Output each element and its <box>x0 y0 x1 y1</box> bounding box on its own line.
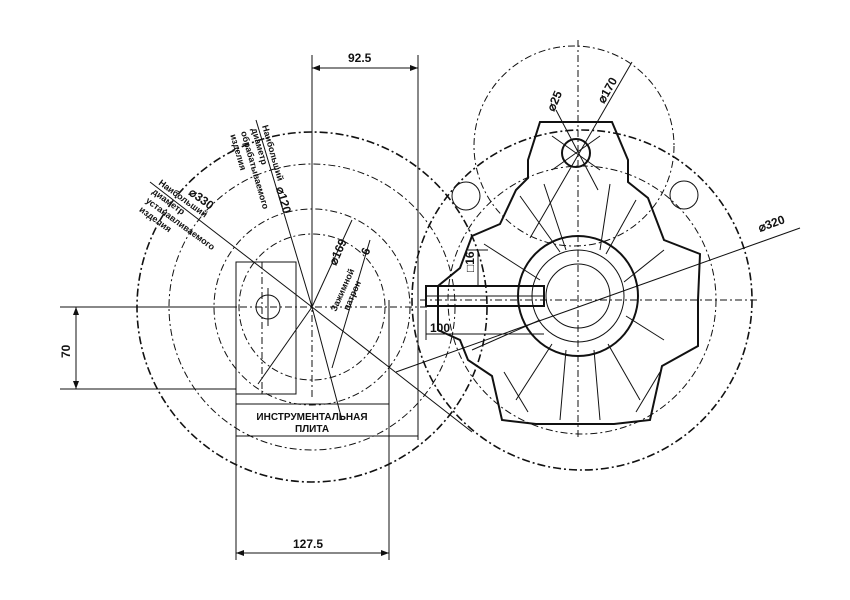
turret-slots <box>471 183 665 421</box>
turret-body <box>437 121 702 425</box>
note-max-mounted: Наибольший диаметр устанавливаемого изде… <box>137 178 217 253</box>
tool-plate-label: ИНСТРУМЕНТАЛЬНАЯ ПЛИТА <box>256 412 367 435</box>
right-turret-assembly <box>395 40 801 471</box>
tool-circle-25 <box>561 138 591 168</box>
dim-d320: ⌀320 <box>756 212 787 235</box>
svg-text:ПЛИТА: ПЛИТА <box>295 424 329 435</box>
dim-100: 100 <box>430 321 450 335</box>
left-spindle-assembly <box>60 55 488 560</box>
circle-170 <box>473 45 675 247</box>
tool-circle-right <box>669 180 699 210</box>
dim-6: 6 <box>358 245 374 257</box>
dim-127-5: 127.5 <box>293 537 323 551</box>
dim-d169: ⌀169 <box>326 236 350 267</box>
dim-sq16: □16 <box>463 251 477 272</box>
dim-d170: ⌀170 <box>594 75 620 106</box>
svg-text:ИНСТРУМЕНТАЛЬНАЯ: ИНСТРУМЕНТАЛЬНАЯ <box>256 412 367 423</box>
dimension-labels: 92.5 127.5 70 ⌀25 ⌀170 ⌀320 ⌀330 ⌀120 ⌀1… <box>59 51 787 551</box>
dim-d120: ⌀120 <box>273 185 294 215</box>
note-chuck: Зажимной патрон <box>329 267 363 313</box>
dim-d25: ⌀25 <box>544 88 565 113</box>
tool-circle-left <box>451 181 481 211</box>
dim-92-5: 92.5 <box>348 51 372 65</box>
tool-plate <box>235 261 297 395</box>
dimension-lines <box>73 65 418 556</box>
dim-70: 70 <box>59 344 73 358</box>
